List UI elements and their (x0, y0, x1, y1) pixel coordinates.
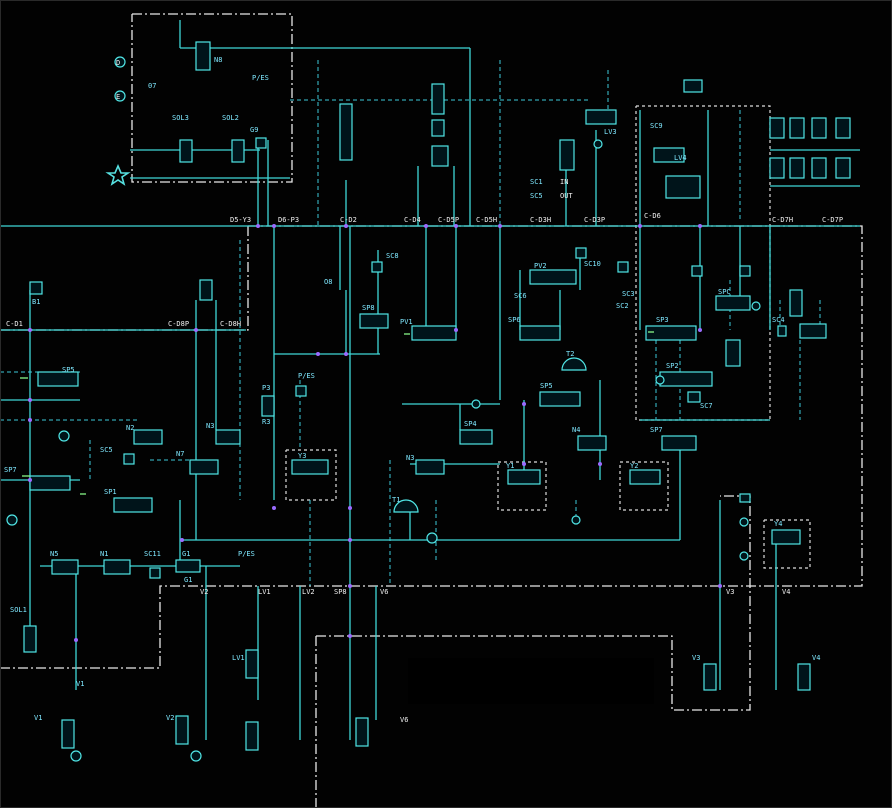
label-c-d5h: C-D5H (476, 216, 497, 224)
label-sp8: SP8 (362, 304, 375, 312)
label-v4: V4 (782, 588, 790, 596)
label-b1: B1 (32, 298, 40, 306)
label-sc3: SC3 (622, 290, 635, 298)
label-sc2: SC2 (616, 302, 629, 310)
highlight-marks (20, 331, 654, 495)
label-c-d5p: C-D5P (438, 216, 459, 224)
label-sp8b: SP8 (334, 588, 347, 596)
label-v2: V2 (200, 588, 208, 596)
label-c-d8p: C-D8P (168, 320, 189, 328)
label-c-d3p: C-D3P (584, 216, 605, 224)
label-c-d3h: C-D3H (530, 216, 551, 224)
label-sc8: SC8 (386, 252, 399, 260)
label-out: OUT (560, 192, 573, 200)
label-sc6: SC6 (514, 292, 527, 300)
label-sc1: SC1 (530, 178, 543, 186)
label-c-d6: C-D6 (644, 212, 661, 220)
label-v1-top: V1 (76, 680, 84, 688)
label-sp5: SP5 (540, 382, 553, 390)
label-v3b: V3 (692, 654, 700, 662)
label-sp5a: SP5 (62, 366, 75, 374)
label-pv2: PV2 (534, 262, 547, 270)
label-pes2: P/ES (298, 372, 315, 380)
label-lv1: LV1 (258, 588, 271, 596)
label-lv3: LV3 (604, 128, 617, 136)
label-n7: N7 (176, 450, 184, 458)
label-y1: Y1 (506, 462, 514, 470)
label-sc5b: SC5 (100, 446, 113, 454)
label-d-top: D (116, 59, 120, 67)
label-g1: G1 (182, 550, 190, 558)
label-sc7: SC7 (700, 402, 713, 410)
label-pv1: PV1 (400, 318, 413, 326)
label-sp2: SP2 (666, 362, 679, 370)
label-sc4: SC4 (772, 316, 785, 324)
label-sol2: SOL2 (222, 114, 239, 122)
label-c-d8h: C-D8H (220, 320, 241, 328)
label-n8: N8 (214, 56, 222, 64)
label-n4: N4 (572, 426, 580, 434)
label-o8: O8 (324, 278, 332, 286)
label-r3: R3 (262, 418, 270, 426)
label-sc11: SC11 (144, 550, 161, 558)
label-sc5: SC5 (530, 192, 543, 200)
label-c-d4: C-D4 (404, 216, 421, 224)
label-sp3: SP3 (656, 316, 669, 324)
label-pes3: P/ES (238, 550, 255, 558)
label-n1: N1 (100, 550, 108, 558)
label-n5: N5 (50, 550, 58, 558)
label-n2: N2 (126, 424, 134, 432)
label-v2b: V2 (166, 714, 174, 722)
label-o7: 07 (148, 82, 156, 90)
label-y2: Y2 (630, 462, 638, 470)
label-t2: T2 (566, 350, 574, 358)
star-icon (105, 163, 131, 186)
label-v1: V1 (34, 714, 42, 722)
pipes (0, 20, 860, 740)
label-g1b: G1 (184, 576, 192, 584)
label-sp7a: SP7 (4, 466, 17, 474)
label-g9: G9 (250, 126, 258, 134)
label-lv1b: LV1 (232, 654, 245, 662)
label-d5-y3: D5-Y3 (230, 216, 251, 224)
label-sol3: SOL3 (172, 114, 189, 122)
label-e-top: E (116, 93, 120, 101)
valves (23, 41, 851, 751)
label-v6: V6 (380, 588, 388, 596)
label-sc10: SC10 (584, 260, 601, 268)
label-sp7: SP7 (650, 426, 663, 434)
label-c-d2: C-D2 (340, 216, 357, 224)
label-v6b: V6 (400, 716, 408, 724)
label-v3: V3 (726, 588, 734, 596)
label-t1: T1 (392, 496, 400, 504)
label-sp1: SP1 (104, 488, 117, 496)
label-sc9: SC9 (650, 122, 663, 130)
label-d6-p3: D6-P3 (278, 216, 299, 224)
label-pes: P/ES (252, 74, 269, 82)
label-c-d7p: C-D7P (822, 216, 843, 224)
label-n3b: N3 (406, 454, 414, 462)
label-lv4: LV4 (674, 154, 687, 162)
redacted-box (408, 658, 654, 704)
label-c-d1: C-D1 (6, 320, 23, 328)
label-in: IN (560, 178, 568, 186)
label-y3: Y3 (298, 452, 306, 460)
label-v4b: V4 (812, 654, 820, 662)
labels: D E 07 N8 SOL3 SOL2 P/ES G9 LV3 SC9 LV4 … (4, 56, 843, 724)
label-c-d7h: C-D7H (772, 216, 793, 224)
label-sp4: SP4 (464, 420, 477, 428)
label-spc: SPC (718, 288, 731, 296)
label-sp6: SP6 (508, 316, 521, 324)
junction-nodes (28, 224, 722, 642)
gauges (6, 56, 803, 762)
label-n3: N3 (206, 422, 214, 430)
label-p3: P3 (262, 384, 270, 392)
label-y4: Y4 (774, 520, 782, 528)
label-lv2: LV2 (302, 588, 315, 596)
label-sol1: SOL1 (10, 606, 27, 614)
